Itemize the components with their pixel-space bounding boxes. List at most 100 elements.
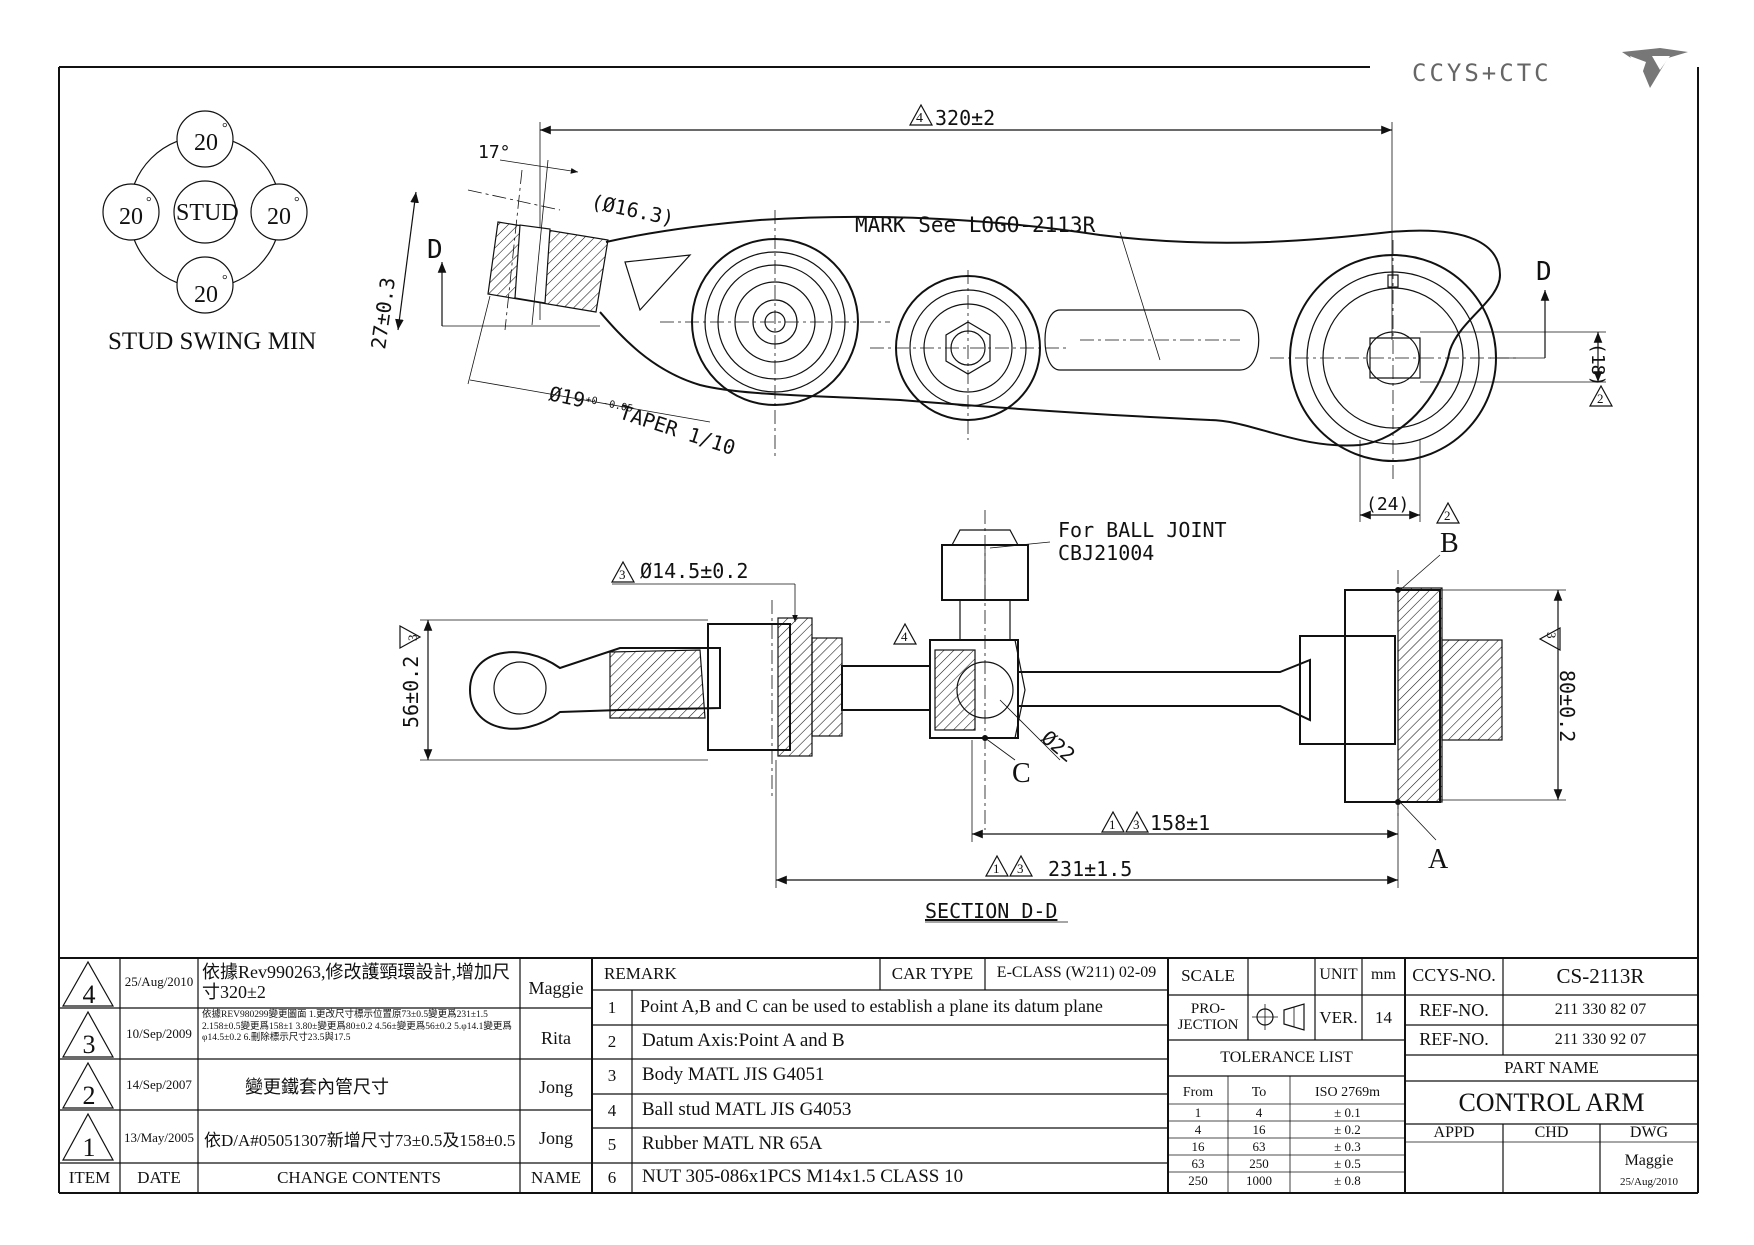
header-item: ITEM (68, 1168, 111, 1187)
svg-text:1: 1 (993, 861, 1000, 876)
swing-angle-top: 20 (194, 130, 218, 156)
ccys-no-value: CS-2113R (1556, 964, 1645, 988)
svg-text:3: 3 (1544, 632, 1559, 639)
rev-name-3: Rita (541, 1028, 571, 1048)
rev-name-4: Maggie (528, 978, 584, 998)
svg-text:3: 3 (1017, 861, 1024, 876)
projection-symbol-icon (1252, 1003, 1305, 1031)
rev-item-4: 4 (82, 980, 96, 1009)
dwg-name: Maggie (1624, 1152, 1674, 1169)
scale-label: SCALE (1181, 966, 1235, 985)
dim-ball: Ø22 (1037, 725, 1080, 767)
dim-18: (18) (1587, 343, 1608, 386)
header-change-contents: CHANGE CONTENTS (277, 1168, 441, 1187)
section-mark-left: D (427, 235, 443, 265)
dim-bore: Ø14.5±0.2 (640, 559, 748, 583)
bushing-right-top-view (1270, 240, 1520, 480)
svg-text:2: 2 (1597, 391, 1604, 406)
remark-4: Ball stud MATL JIS G4053 (642, 1099, 852, 1120)
arm-cutout (624, 254, 692, 312)
svg-text:3: 3 (405, 635, 420, 642)
remark-1: Point A,B and C can be used to establish… (640, 996, 1103, 1016)
swing-angle-left: 20 (119, 204, 143, 230)
rev-date-2: 14/Sep/2007 (126, 1077, 192, 1092)
header-name: NAME (530, 1168, 582, 1187)
dim-158: 158±1 (1150, 811, 1210, 835)
ref-no-value-2: 211 330 92 07 (1554, 1031, 1647, 1048)
mark-note: MARK See LOGO-2113R (855, 213, 1096, 237)
svg-text:3: 3 (619, 567, 626, 582)
car-type-label: CAR TYPE (891, 964, 974, 983)
unit-value: mm (1371, 966, 1396, 983)
company-logo: CCYS+CTC (1412, 48, 1688, 88)
point-c: C (1012, 758, 1031, 789)
remark-grid (592, 958, 1169, 1193)
part-name-label: PART NAME (1504, 1058, 1599, 1077)
swing-angle-bottom: 20 (194, 282, 218, 308)
rev-content-1: 依D/A#05051307新增尺寸73±0.5及158±0.5 (204, 1131, 516, 1150)
part-name-value: CONTROL ARM (1458, 1088, 1645, 1117)
svg-text:4: 4 (901, 629, 908, 644)
svg-text:°: ° (294, 195, 300, 210)
remark-5: Rubber MATL NR 65A (642, 1133, 823, 1154)
bore-16-3: (Ø16.3) (589, 189, 676, 230)
arm-rod (1018, 658, 1311, 722)
ver-label: VER. (1319, 1008, 1358, 1027)
stud-swing-caption: STUD SWING MIN (108, 328, 316, 355)
dim-56: 56±0.2 (399, 656, 423, 728)
stud-label: STUD (176, 200, 239, 226)
tolerance-title: TOLERANCE LIST (1220, 1049, 1353, 1066)
ver-value: 14 (1375, 1008, 1392, 1027)
bushing-top-view (660, 210, 890, 460)
ref-no-label-2: REF-NO. (1419, 1029, 1489, 1049)
rev-date-3: 10/Sep/2009 (126, 1026, 192, 1041)
border-frame (58, 66, 1699, 1194)
dwg-label: DWG (1629, 1124, 1669, 1141)
bushing-right (1299, 635, 1396, 745)
top-view: 4 320±2 17° (Ø16.3) D 27±0.3 Ø19 +0 -0.0… (366, 103, 1614, 524)
ccys-wing-logo-icon (1622, 48, 1688, 88)
dim-80: 80±0.2 (1555, 670, 1579, 742)
rev-content-4: 依據Rev990263,修改護頸環設計,增加尺寸320±2 (202, 962, 510, 1002)
rev-name-2: Jong (538, 1077, 573, 1097)
ball-joint-note-1: For BALL JOINT (1058, 518, 1227, 542)
ball-joint-top-view (870, 270, 1070, 440)
stud-circle (173, 180, 237, 244)
rev-content-3: 依據REV980299變更圖面 1.更改尺寸標示位置原73±0.5變更爲231±… (202, 1010, 512, 1043)
title-block (59, 957, 1698, 1193)
ref-no-value-1: 211 330 82 07 (1554, 1001, 1647, 1018)
rev-item-1: 1 (82, 1133, 96, 1162)
section-title: SECTION D-D (925, 899, 1057, 923)
remark-3: Body MATL JIS G4051 (642, 1064, 825, 1085)
point-a: A (1428, 844, 1449, 875)
svg-text:°: ° (222, 121, 228, 136)
rev-date-4: 25/Aug/2010 (124, 974, 194, 989)
scale-grid (1168, 958, 1406, 1193)
car-type-value: E-CLASS (W211) 02-09 (996, 964, 1157, 981)
remark-6: NUT 305-086x1PCS M14x1.5 CLASS 10 (642, 1166, 964, 1187)
angle-17: 17° (478, 142, 511, 163)
taper-dia: Ø19 (547, 381, 587, 412)
left-eye-outline (468, 647, 721, 730)
ball-joint-note-2: CBJ21004 (1058, 541, 1154, 565)
dim-24: (24) (1366, 494, 1409, 515)
stud-swing-diagram: 20 ° 20 ° 20 ° 20 ° STUD STUD SWING MIN (102, 110, 316, 355)
part-info-grid (1405, 958, 1698, 1193)
dwg-date: 25/Aug/2010 (1619, 1176, 1679, 1188)
arm-outline (599, 215, 1502, 447)
ccys-no-label: CCYS-NO. (1412, 965, 1496, 985)
chd-label: CHD (1534, 1124, 1569, 1141)
logo-text: CCYS+CTC (1412, 59, 1552, 87)
rev-date-1: 13/May/2005 (123, 1130, 195, 1145)
section-view: For BALL JOINT CBJ21004 3 Ø14.5±0.2 56±0… (399, 510, 1579, 923)
svg-text:3: 3 (1133, 817, 1140, 832)
svg-text:2: 2 (1444, 508, 1451, 523)
rev-name-1: Jong (538, 1128, 573, 1148)
point-b: B (1440, 528, 1459, 559)
dim-27: 27±0.3 (366, 276, 400, 351)
rev-content-2: 變更鐵套內管尺寸 (245, 1077, 389, 1097)
unit-label: UNIT (1319, 966, 1358, 983)
ref-no-label-1: REF-NO. (1419, 1000, 1489, 1020)
